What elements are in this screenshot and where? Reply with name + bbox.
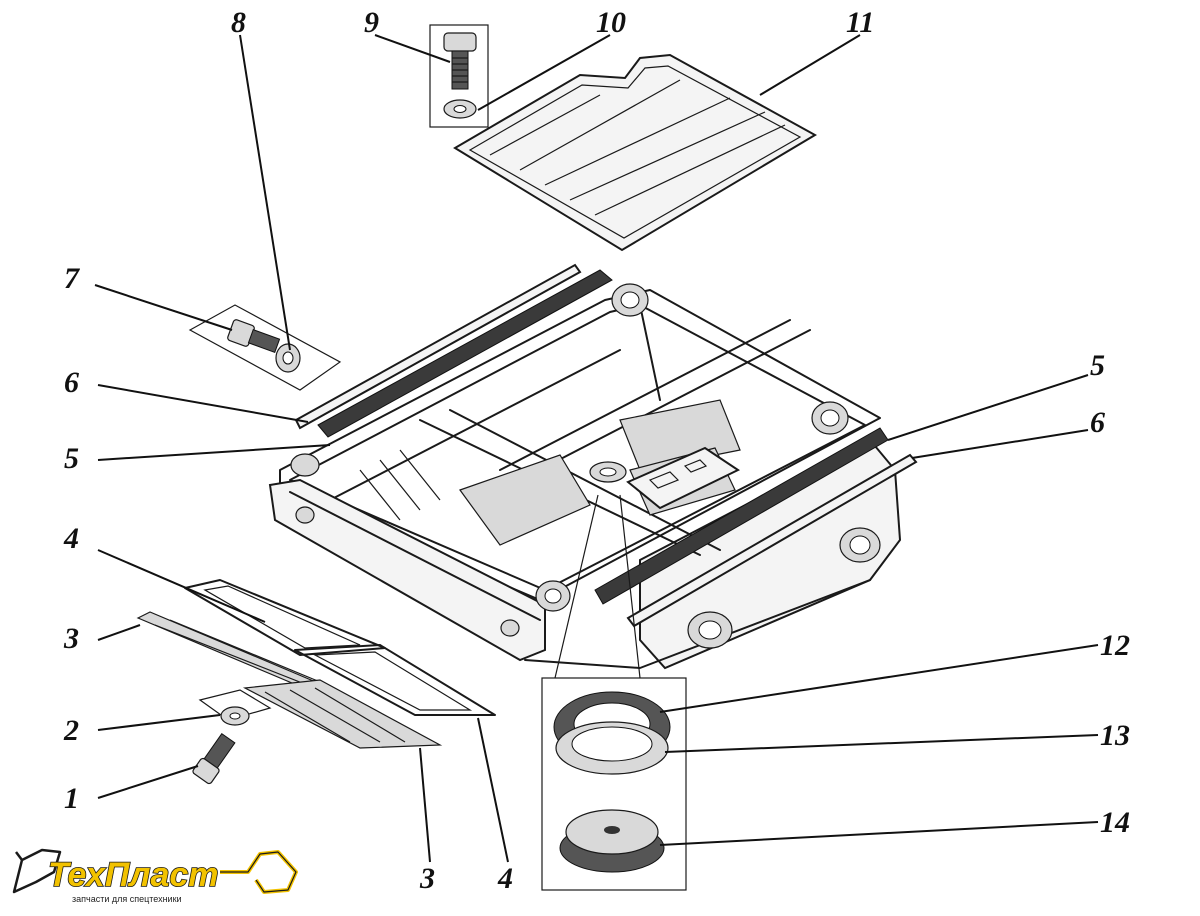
rail-6-left — [294, 263, 582, 430]
gasket-4-lower — [294, 644, 496, 716]
callout-2: 2 — [63, 714, 79, 747]
ring-cap-inset-12-14 — [541, 494, 687, 891]
leader-lines — [94, 34, 1099, 863]
cover-plate-11 — [453, 53, 818, 252]
callout-labels: 8 9 10 11 7 6 5 4 3 2 1 3 4 5 6 12 13 14 — [63, 6, 1130, 895]
filter-3-lower — [242, 679, 443, 749]
callout-5-left: 5 — [64, 442, 79, 475]
callout-4-upper: 4 — [63, 522, 79, 555]
callout-8: 8 — [231, 6, 246, 39]
callout-10: 10 — [596, 6, 626, 39]
callout-9: 9 — [364, 6, 379, 39]
callout-14: 14 — [1100, 806, 1130, 839]
logo-name: ТехПласт — [48, 856, 219, 894]
excavator-bucket-icon — [12, 848, 62, 894]
callout-6-left: 6 — [64, 366, 79, 399]
logo-tagline: запчасти для спецтехники — [72, 894, 182, 904]
callout-6-right: 6 — [1090, 406, 1105, 439]
callout-12: 12 — [1100, 629, 1130, 662]
callout-5-right: 5 — [1090, 349, 1105, 382]
loader-bucket-icon — [220, 850, 298, 894]
callout-11: 11 — [846, 6, 874, 39]
frame-assembly — [268, 283, 902, 670]
bolt-washer-inset-7-8 — [188, 304, 342, 391]
rail-6-right — [626, 453, 918, 628]
bolt-washer-1-2 — [192, 689, 272, 785]
callout-7: 7 — [64, 262, 80, 295]
callout-1: 1 — [64, 782, 79, 815]
bolt-washer-inset-9-10 — [429, 24, 489, 128]
callout-3-lower: 3 — [419, 862, 435, 895]
techplast-logo: ТехПласт запчасти для спецтехники — [12, 848, 298, 904]
mesh-strip-5-left — [317, 269, 613, 438]
filter-3-upper — [136, 611, 332, 695]
callout-4-lower: 4 — [497, 862, 513, 895]
callout-13: 13 — [1100, 719, 1130, 752]
callout-3-upper: 3 — [63, 622, 79, 655]
